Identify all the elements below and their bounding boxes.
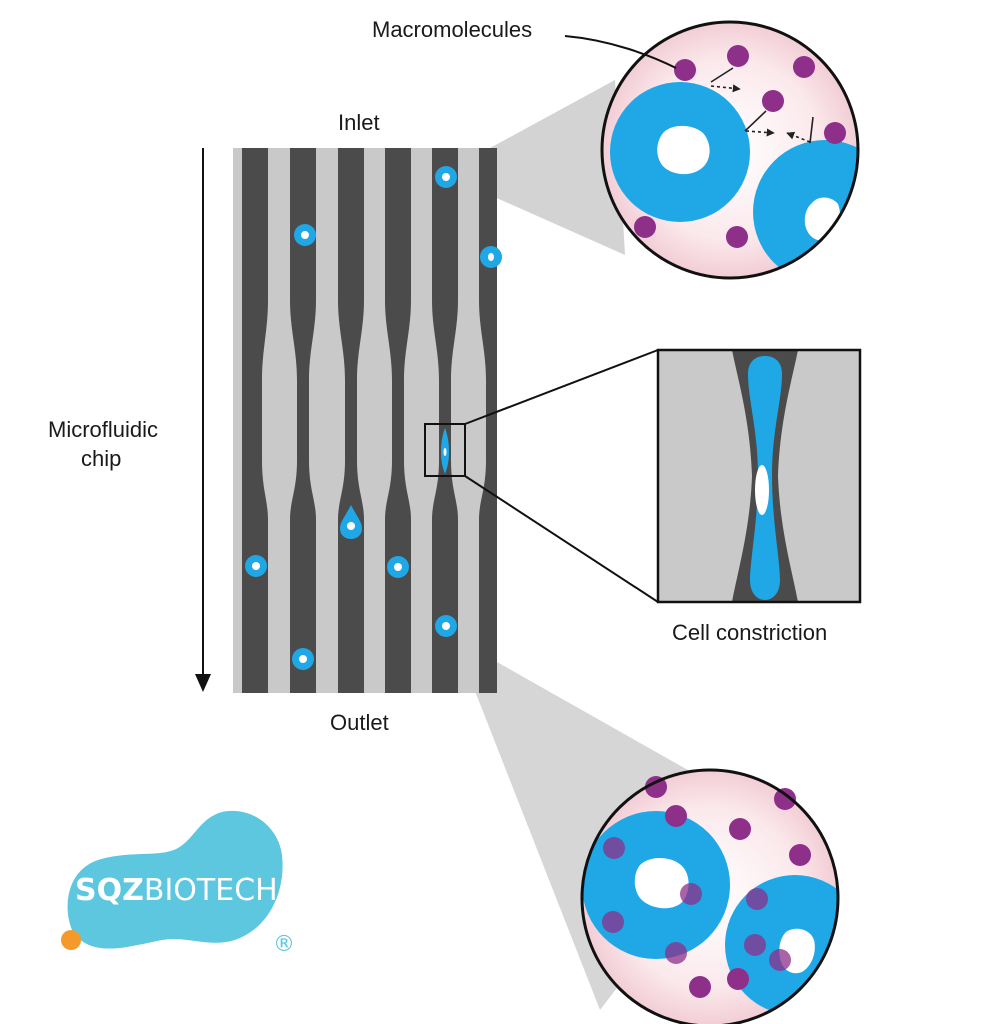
macromolecules-label: Macromolecules	[372, 17, 532, 42]
microfluidic-chip-label-line1: Microfluidic	[48, 417, 158, 442]
inlet-label: Inlet	[338, 110, 380, 135]
flow-arrow	[195, 148, 211, 692]
microfluidic-chip-label-line2: chip	[81, 446, 121, 471]
macromolecules-pointer	[564, 35, 677, 69]
zoom-circle-inlet	[600, 20, 860, 280]
zoom-circle-outlet	[580, 768, 840, 1024]
sqz-biotech-logo: SQZBIOTECH ®	[61, 810, 295, 957]
logo-blob	[67, 810, 283, 949]
logo-text-biotech: BIOTECH	[144, 873, 278, 908]
zoom-cone-top	[490, 80, 625, 255]
constriction-zoom-panel	[658, 350, 860, 602]
microfluidic-chip	[233, 148, 502, 693]
logo-registered: ®	[273, 932, 295, 957]
logo-dot	[61, 930, 81, 950]
outlet-label: Outlet	[330, 710, 389, 735]
chip-cells	[245, 166, 502, 670]
cell-constriction-label: Cell constriction	[672, 620, 827, 645]
macromolecules-outlet	[602, 776, 811, 998]
logo-text-sqz: SQZ	[75, 873, 144, 908]
constriction-zoom-box	[424, 423, 466, 477]
chip-channels	[242, 148, 497, 693]
macromolecules-inlet	[634, 45, 846, 248]
constriction-zoom-frame	[656, 348, 862, 604]
svg-text:SQZBIOTECH: SQZBIOTECH	[75, 873, 278, 908]
